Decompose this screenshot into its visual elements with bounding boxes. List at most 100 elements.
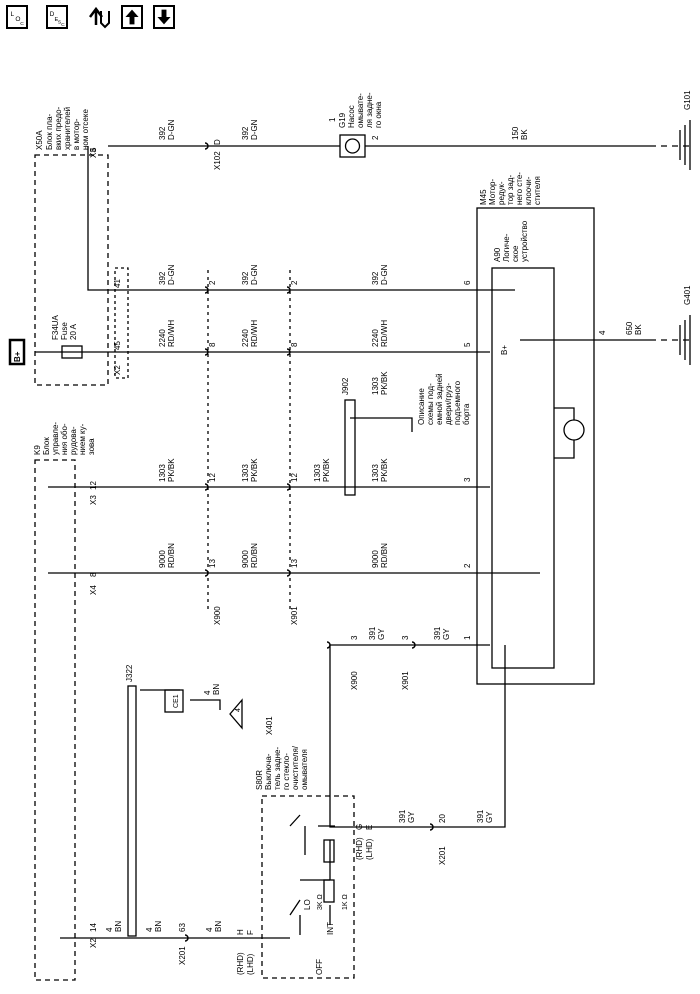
diagram-label: нием ку- [78,423,87,455]
diagram-label: H [236,929,245,935]
fuse-label: F34UA Fuse 20 A [51,314,78,340]
diagram-label: 2 [290,280,299,285]
x2-label: X2 [113,365,122,375]
diagram-label: 391 [398,809,407,823]
diagram-label: RD/WH [250,320,259,347]
s80r-label: S80R Выключа- тель задне- го стекло- очи… [255,745,309,790]
diagram-label: 2240 [371,329,380,347]
diagram-label: 20 A [69,323,78,340]
diagram-label: тор зад- [506,175,515,205]
diagram-label: Выключа- [264,753,273,790]
diagram-label: подъемного [453,380,462,425]
x401-label: X401 [265,716,274,735]
g401-label: G401 [683,285,692,305]
diagram-label: в мотор- [72,118,81,150]
diagram-label: 2 [208,280,217,285]
diagram-label: вких предо- [54,106,63,150]
diagram-label: D-GN [167,264,176,285]
diagram-label: ское [511,245,520,262]
diagram-label: E [365,825,374,830]
diagram-label: 5 [463,342,472,347]
x50a-label: X50A [35,130,44,150]
x102-label: X102 [213,151,222,170]
diagram-label: (RHD) [236,952,245,975]
diagram-label: 12 [290,473,299,482]
diagram-label: RD/WH [380,320,389,347]
diagram-label: PK/BK [380,371,389,395]
diagram-label: борта [462,403,471,425]
diagram-label: очистителя/ [291,745,300,790]
diagram-label: 392 [158,271,167,285]
diagram-label: D [213,139,222,145]
diagram-label: 6 [89,147,98,152]
diagram-label: X201 [178,946,187,965]
diagram-label: 2240 [158,329,167,347]
arrow-down-icon [157,9,171,25]
diagram-label: 1 [328,117,337,122]
g101-label: G101 [683,90,692,110]
x3-label: X3 [89,148,98,158]
diagram-label: двери/груз- [444,383,453,425]
m45-label: M45 Мотор- редук- тор зад- него сте- кло… [479,172,542,205]
diagram-label: BK [520,129,529,140]
diagram-label: емной задней [435,373,444,425]
wiring-diagram: X50A Блок пла- вких предо- хранителей в … [8,90,692,981]
diagram-label: 9000 [158,550,167,568]
svg-text:O: O [15,16,20,23]
diagram-label: BN [212,684,221,695]
diagram-label: Мотор- [488,179,497,206]
diagram-label: 1303 [371,377,380,395]
diagram-label: редук- [497,181,506,205]
diagram-label: ния обо- [60,423,69,455]
diagram-label: 4 [105,927,114,932]
diagram-label: PK/BK [380,458,389,482]
diagram-label: (LHD) [365,838,374,860]
x4-label: X4 [89,585,98,595]
diagram-label: Блок [42,437,51,455]
diagram-label: 392 [158,126,167,140]
g19-label: G19 Насос омывате- ля задне- го окна [338,92,383,128]
svg-text:S: S [58,20,62,26]
diagram-label: RD/BN [380,543,389,568]
diagram-label: BN [154,921,163,932]
diagram-label: RD/WH [167,320,176,347]
diagram-label: 2 [371,135,380,140]
diagram-label: S80R [255,770,264,790]
diagram-label: (RHD) [355,837,364,860]
diagram-label: 14 [89,923,98,932]
diagram-label: 41 [113,279,122,288]
page-up-button[interactable] [121,5,143,29]
diagram-label: RD/BN [250,543,259,568]
diagram-label: B+ [500,345,509,355]
diagram-label: 8 [290,342,299,347]
ce1-label: CE1 [173,694,180,708]
diagram-label: Насос [347,105,356,128]
diagram-label: ном отсеке [81,109,90,150]
arrow-up-icon [125,9,139,25]
diagram-label: Блок пла- [45,113,54,150]
diagram-label: 392 [241,271,250,285]
diagram-label: 3 [463,477,472,482]
x901-label: X901 [290,606,299,625]
diagram-label: 650 [625,321,634,335]
diagram-label: RD/BN [167,543,176,568]
bplus-label: B+ [13,351,22,362]
page-down-button[interactable] [153,5,175,29]
diagram-label: PK/BK [250,458,259,482]
diagram-label: 3K Ω [317,894,324,910]
diagram-label: 12 [89,481,98,490]
x201-label: X201 [438,846,447,865]
diagram-label: управле- [51,422,60,455]
diagram-label: стителя [533,176,542,205]
signal-flow-button[interactable] [88,5,110,29]
diagram-label: GY [442,628,451,640]
diagram-label: 391 [433,626,442,640]
k9-label: K9 Блок управле- ния обо- рудова- нием к… [33,422,96,455]
diagram-label: 1K Ω [342,894,349,910]
diagram-label: устройство [520,220,529,262]
diagram-label: 12 [208,473,217,482]
diagram-label: D-GN [167,119,176,140]
a90-label: A90 Логиче- ское устройство [493,220,529,262]
